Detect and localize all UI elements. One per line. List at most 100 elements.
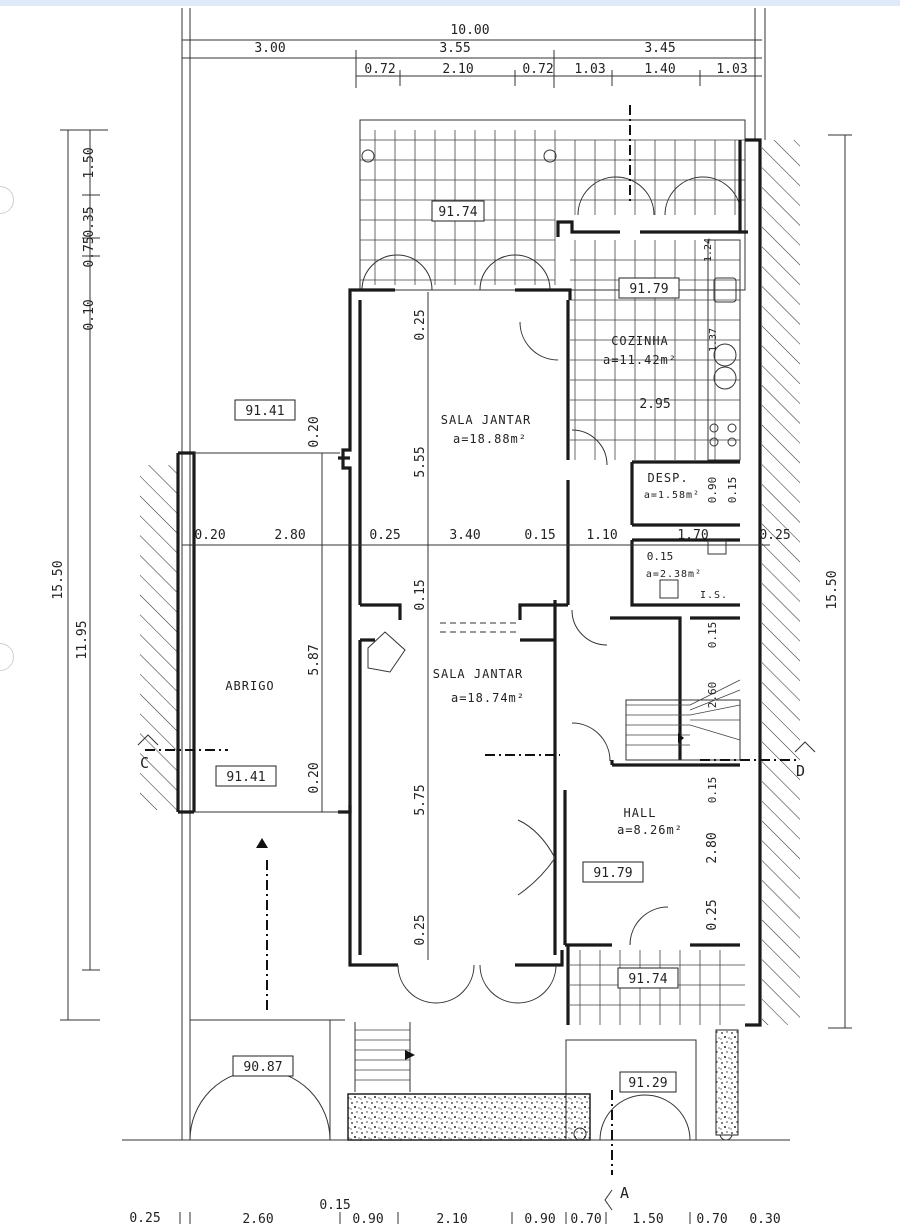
dim-bottom-2: 0.15: [319, 1198, 350, 1213]
dim-h-0-25: 0.25: [369, 528, 400, 543]
kitchen-floor: [570, 239, 741, 461]
abrigo-area: [194, 452, 340, 813]
dim-hall-c: 0.25: [705, 899, 720, 930]
level-kitchen: 91.79: [629, 282, 668, 297]
dim-sala-top: 0.25: [413, 309, 428, 340]
level-box-entry-left: [232, 1055, 294, 1077]
walls: [176, 138, 762, 1027]
dim-kitchen-a: 1.24: [703, 238, 714, 262]
dim-abrigo-top: 0.20: [307, 416, 322, 447]
door-kitchen: [519, 321, 559, 361]
section-lines: [137, 105, 816, 1211]
wc-toilet: [659, 579, 679, 599]
door-hall-sala: [571, 722, 611, 762]
entry-area: [189, 838, 739, 1141]
top-dimension-lines: [182, 39, 762, 88]
dim-h-3-40: 3.40: [449, 528, 480, 543]
door-hall-left: [517, 819, 556, 896]
dim-top-row3-e: 1.40: [644, 62, 675, 77]
level-box-entry-right: [619, 1071, 677, 1093]
dim-desp-a: 0.90: [706, 477, 719, 504]
room-area-sala-lower: a=18.74m²: [451, 691, 525, 705]
section-label-c: C: [140, 754, 150, 772]
left-dimension-lines: [60, 129, 108, 1021]
level-abrigo-bottom: 91.41: [226, 770, 265, 785]
dim-top-total: 10.00: [450, 23, 489, 38]
room-name-desp: DESP.: [647, 471, 688, 485]
dim-top-row3-a: 0.72: [364, 62, 395, 77]
room-area-sala-upper: a=18.88m²: [453, 432, 527, 446]
dim-top-row2-c: 3.45: [644, 41, 675, 56]
dim-top-row2-a: 3.00: [254, 41, 285, 56]
dim-abrigo-bottom: 0.20: [307, 762, 322, 793]
dim-bottom-0: 0.25: [129, 1211, 160, 1224]
level-terrace-top: 91.74: [438, 205, 477, 220]
door-corridor-upper: [571, 429, 608, 466]
level-entry-left: 90.87: [243, 1060, 282, 1075]
level-box-kitchen: [618, 277, 680, 299]
dim-stair-a: 0.15: [706, 622, 719, 649]
door-sala-link: [367, 631, 406, 673]
dim-h-1-10: 1.10: [586, 528, 617, 543]
dim-bottom-8: 0.70: [696, 1212, 727, 1224]
dim-left-0-10: 0.10: [82, 299, 97, 330]
section-label-d: D: [796, 762, 806, 780]
room-area-wc: a=2.38m²: [646, 569, 702, 580]
dim-left-1-50: 1.50: [82, 147, 97, 178]
level-hall: 91.79: [593, 866, 632, 881]
dim-left-sub: 11.95: [75, 620, 90, 659]
room-name-hall: HALL: [624, 806, 657, 820]
dim-h-0-25b: 0.25: [759, 528, 790, 543]
dim-bottom-6: 0.70: [570, 1212, 601, 1224]
hatch-right: [762, 140, 800, 1025]
dim-hall-b: 2.80: [705, 832, 720, 863]
bottom-dimension-lines: [179, 1212, 691, 1224]
dim-top-row2-b: 3.55: [439, 41, 470, 56]
room-area-hall: a=8.26m²: [617, 823, 683, 837]
dim-sala-bottom: 0.25: [413, 914, 428, 945]
dim-sala-upper-len: 5.55: [413, 446, 428, 477]
dim-kitchen-width: 2.95: [639, 397, 670, 412]
terrace-top: [359, 119, 746, 291]
dim-h-1-70: 1.70: [677, 528, 708, 543]
level-box-abrigo-bottom: [215, 765, 277, 787]
door-hall-bottom: [629, 906, 669, 946]
dim-top-row3-b: 2.10: [442, 62, 473, 77]
dim-sala-mid: 0.15: [413, 579, 428, 610]
dim-top-row3-f: 1.03: [716, 62, 747, 77]
room-name-sala-upper: SALA JANTAR: [441, 413, 531, 427]
level-box-terrace-top: [431, 200, 485, 222]
dim-right-total: 15.50: [825, 570, 840, 609]
dim-kitchen-b: 1.37: [708, 328, 719, 352]
level-box-terrace-bottom: [617, 967, 679, 989]
level-terrace-bottom: 91.74: [628, 972, 667, 987]
wc-sink: [707, 539, 727, 555]
dim-bottom-3: 0.90: [352, 1212, 383, 1224]
dim-sala-lower-len: 5.75: [413, 784, 428, 815]
dim-bottom-9: 0.30: [749, 1212, 780, 1224]
dim-bottom-4: 2.10: [436, 1212, 467, 1224]
dim-top-row3-d: 1.03: [574, 62, 605, 77]
dim-abrigo-len: 5.87: [307, 644, 322, 675]
scan-top-band: [0, 0, 900, 6]
level-box-hall: [582, 861, 644, 883]
room-name-cozinha: COZINHA: [611, 334, 669, 348]
dim-hall-a: 0.15: [706, 777, 719, 804]
level-abrigo-top: 91.41: [245, 404, 284, 419]
room-area-desp: a=1.58m²: [644, 490, 700, 501]
door-corridor-lower: [571, 609, 608, 646]
dim-left-total: 15.50: [51, 560, 66, 599]
dim-desp-b: 0.15: [726, 477, 739, 504]
room-name-abrigo: ABRIGO: [225, 679, 274, 693]
right-dimension-lines: [828, 134, 852, 1029]
dim-bottom-7: 1.50: [632, 1212, 663, 1224]
dim-left-0-35: 0.35: [82, 206, 97, 237]
dim-wc-small: 0.15: [647, 550, 674, 563]
dim-stair-b: 2.60: [706, 682, 719, 709]
dim-bottom-5: 0.90: [524, 1212, 555, 1224]
dim-h-2-80: 2.80: [274, 528, 305, 543]
room-area-cozinha: a=11.42m²: [603, 353, 677, 367]
room-name-sala-lower: SALA JANTAR: [433, 667, 523, 681]
room-name-wc: I.S.: [700, 590, 728, 601]
